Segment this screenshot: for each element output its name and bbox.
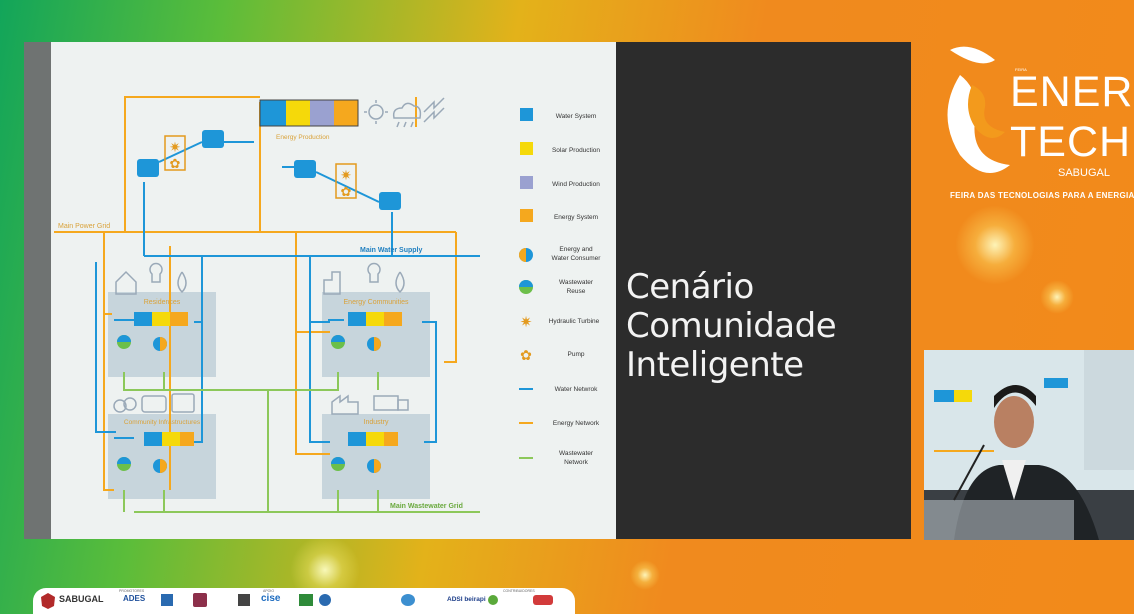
legend-energy-icon: [520, 209, 533, 222]
legend-label: Energy and: [559, 246, 593, 253]
logo-tech-text: TECH: [1010, 118, 1132, 166]
sponsor-logo: [401, 594, 415, 606]
legend-label: Water Netwrok: [555, 386, 598, 393]
legend-pump-icon: ✿: [520, 347, 532, 363]
zone-icons: [113, 262, 409, 415]
weather-icons: [364, 97, 445, 128]
industry-zone: [322, 414, 430, 499]
legend-label: Energy Network: [553, 420, 600, 427]
main-water-supply-label: Main Water Supply: [360, 247, 422, 254]
legend-label: Wastewater: [559, 279, 594, 286]
zone-system-bars: [134, 312, 402, 446]
speaker-video: [924, 350, 1134, 540]
svg-text:✷: ✷: [169, 139, 181, 155]
slide-left-bar: [24, 42, 51, 539]
water-tanks: [137, 130, 401, 210]
legend-label: Water System: [556, 113, 597, 120]
community-infrastructures-zone: [108, 414, 216, 499]
presentation-slide: ✷ ✷ ✿ ✿ Energy Production: [24, 42, 911, 539]
enertech-logo-flame-icon: [947, 46, 1010, 173]
slide-title-line: Inteligente: [626, 345, 804, 385]
sponsor-ades: ADES: [123, 594, 146, 603]
sponsor-bar: PROMOTORES APOIO CONTRIBUIDORES SABUGAL …: [33, 588, 575, 614]
legend-label: Wind Production: [552, 181, 600, 188]
logo-ener-text: ENER: [1010, 68, 1134, 116]
sponsor-logo: [533, 595, 553, 605]
sponsor-logo: [161, 594, 173, 606]
legend-water-icon: [520, 108, 533, 121]
residences-zone: [108, 292, 216, 377]
speaker-video-frame: [924, 350, 1134, 540]
legend-solar-icon: [520, 142, 533, 155]
sponsor-label: CONTRIBUIDORES: [503, 589, 535, 593]
svg-text:✷: ✷: [340, 167, 352, 183]
sponsor-logo: [488, 595, 498, 605]
sponsor-cise: cise: [261, 593, 281, 604]
energy-communities-label: Energy Communities: [344, 299, 409, 306]
logo-place-text: SABUGAL: [1058, 167, 1110, 179]
sponsor-logo: [238, 594, 250, 606]
legend-label: Network: [564, 459, 589, 466]
legend-label: Energy System: [554, 214, 598, 221]
legend-wind-icon: [520, 176, 533, 189]
turbine-icon: ✷ ✷ ✿ ✿: [169, 139, 352, 199]
main-power-grid-label: Main Power Grid: [58, 223, 110, 230]
water-network: [95, 182, 480, 443]
community-infrastructures-label: Community Infrastructures: [124, 419, 201, 426]
wastewater-network: [123, 372, 480, 513]
main-wastewater-grid-label: Main Wastewater Grid: [390, 503, 463, 510]
sponsor-logo: [193, 593, 207, 607]
svg-text:✿: ✿: [341, 184, 352, 199]
legend-label: Reuse: [567, 288, 586, 295]
logo-tagline: FEIRA DAS TECNOLOGIAS PARA A ENERGIA: [950, 191, 1134, 200]
legend: Water System Solar Production Wind Produ…: [519, 108, 601, 466]
turbine-pump-box: [164, 135, 357, 199]
svg-text:✿: ✿: [170, 156, 181, 171]
industry-label: Industry: [364, 419, 389, 426]
energy-network: [54, 96, 457, 491]
consumer-circles: [117, 335, 381, 473]
smart-community-diagram: ✷ ✷ ✿ ✿ Energy Production: [24, 42, 616, 539]
logo-prefix: FEIRA: [1015, 67, 1027, 72]
sponsor-logo: [319, 594, 331, 606]
diagram-svg: ✷ ✷ ✿ ✿ Energy Production: [54, 96, 601, 513]
slide-title: Cenário Comunidade Inteligente: [626, 267, 837, 385]
energy-production-bar: [259, 99, 359, 127]
sponsor-adsi: ADSI beirapi: [447, 596, 486, 603]
bokeh-light: [1040, 280, 1074, 314]
sponsor-label: PROMOTORES: [119, 589, 145, 593]
sabugal-shield-icon: [41, 593, 55, 609]
energy-communities-zone: [322, 292, 430, 377]
sponsor-logo: [299, 594, 313, 606]
residences-label: Residences: [144, 299, 181, 306]
legend-label: Hydraulic Turbine: [549, 318, 600, 325]
bokeh-light: [955, 205, 1035, 285]
sponsor-sabugal: SABUGAL: [59, 594, 104, 604]
slide-title-line: Cenário: [626, 267, 754, 307]
legend-label: Water Consumer: [552, 255, 602, 262]
slide-title-line: Comunidade: [626, 306, 837, 346]
energy-production-label: Energy Production: [276, 134, 330, 141]
sponsor-label: APOIO: [263, 589, 275, 593]
legend-label: Pump: [568, 351, 585, 358]
legend-label: Solar Production: [552, 147, 600, 154]
legend-label: Wastewater: [559, 450, 594, 457]
bokeh-light: [630, 560, 660, 590]
legend-turbine-icon: ✷: [520, 314, 533, 331]
